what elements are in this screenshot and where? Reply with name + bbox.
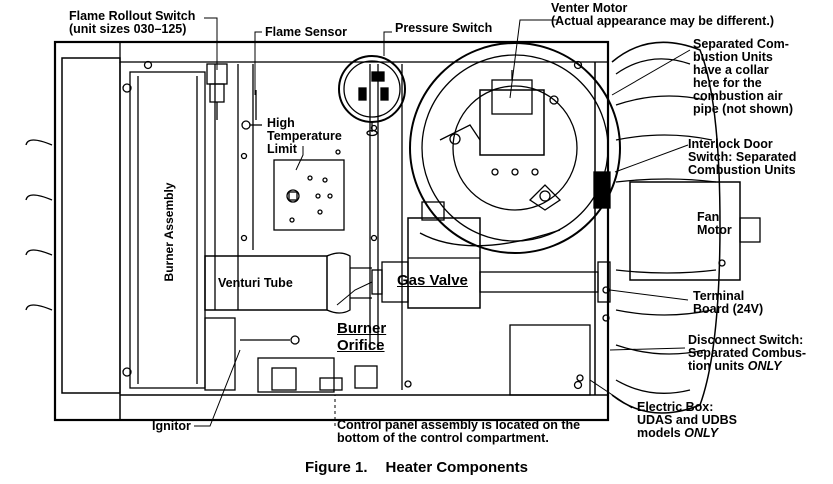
separated-line-3: have a collar bbox=[693, 63, 769, 77]
flame-rollout-line-2: (unit sizes 030–125) bbox=[69, 22, 187, 36]
electric-line-2: UDAS and UDBS bbox=[637, 413, 738, 427]
interlock-line-3: Combustion Units bbox=[688, 163, 796, 177]
rails bbox=[214, 64, 403, 390]
flame-sensor bbox=[241, 90, 262, 130]
disconnect-line-1: Disconnect Switch: bbox=[688, 333, 804, 347]
leader-lines bbox=[194, 17, 691, 427]
pressure-switch-label: Pressure Switch bbox=[395, 21, 493, 35]
fan-guard bbox=[593, 41, 761, 414]
high-temp-line-1: High bbox=[267, 116, 295, 130]
control-panel-label: Control panel assembly is located on the… bbox=[337, 419, 580, 445]
high-temp-line-2: Temperature bbox=[267, 129, 342, 143]
gas-pipe bbox=[479, 261, 611, 322]
gas-valve-body bbox=[371, 201, 481, 309]
electric-box-label: Electric Box: UDAS and UDBS models ONLY bbox=[637, 401, 737, 440]
disconnect-only: ONLY bbox=[747, 359, 782, 373]
venter-motor-label: Venter Motor (Actual appearance may be d… bbox=[551, 2, 774, 28]
electric-line-3: models ONLY bbox=[637, 427, 737, 440]
terminal-line-2: Board (24V) bbox=[693, 302, 764, 316]
burner-assembly bbox=[25, 57, 206, 394]
figure-number: Figure 1. bbox=[304, 459, 368, 476]
interlock-door-label: Interlock Door Switch: Separated Combust… bbox=[688, 138, 796, 177]
venturi-tube-label: Venturi Tube bbox=[218, 276, 293, 290]
flame-sensor-label: Flame Sensor bbox=[265, 25, 347, 39]
venter-housing bbox=[409, 42, 621, 254]
flame-rollout-switch bbox=[206, 63, 228, 120]
disconnect-line-3: tion units ONLY bbox=[688, 360, 806, 373]
venturi-tube bbox=[204, 252, 372, 314]
burner-orifice-line-2: Orifice bbox=[337, 337, 385, 354]
fan-motor-label: Fan Motor bbox=[697, 211, 732, 237]
high-temperature-limit bbox=[273, 149, 345, 231]
separated-line-2: bustion Units bbox=[693, 50, 773, 64]
interlock-line-1: Interlock Door bbox=[688, 137, 773, 151]
separated-line-6: pipe (not shown) bbox=[693, 102, 793, 116]
separated-combustion-label: Separated Com- bustion Units have a coll… bbox=[693, 38, 793, 116]
pressure-switch bbox=[338, 55, 406, 137]
burner-assembly-label: Burner Assembly bbox=[162, 182, 176, 282]
control-compartment bbox=[204, 317, 591, 396]
burner-orifice-line-1: Burner bbox=[337, 320, 387, 337]
control-panel-line-2: bottom of the control compartment. bbox=[337, 431, 549, 445]
ignitor-label: Ignitor bbox=[152, 419, 191, 433]
high-temp-line-3: Limit bbox=[267, 142, 297, 156]
fan-motor-line-1: Fan bbox=[697, 210, 720, 224]
high-temp-limit-label: High Temperature Limit bbox=[267, 117, 342, 156]
electric-line-1: Electric Box: bbox=[637, 400, 714, 414]
gas-valve-label: Gas Valve bbox=[397, 272, 468, 289]
burner-orifice-label: Burner Orifice bbox=[337, 320, 386, 354]
electric-only: ONLY bbox=[684, 426, 719, 440]
terminal-board-label: Terminal Board (24V) bbox=[693, 290, 763, 316]
separated-line-4: here for the bbox=[693, 76, 762, 90]
electric-line-3-text: models bbox=[637, 426, 685, 440]
venter-motor-line-1: Venter Motor bbox=[551, 1, 628, 15]
control-panel-line-1: Control panel assembly is located on the bbox=[337, 418, 581, 432]
disconnect-line-2: Separated Combus- bbox=[688, 346, 807, 360]
separated-line-5: combustion air bbox=[693, 89, 783, 103]
flame-rollout-label: Flame Rollout Switch (unit sizes 030–125… bbox=[69, 10, 195, 36]
flame-rollout-line-1: Flame Rollout Switch bbox=[69, 9, 196, 23]
figure-title: Heater Components bbox=[385, 459, 529, 476]
disconnect-switch-label: Disconnect Switch: Separated Combus- tio… bbox=[688, 334, 806, 373]
terminal-line-1: Terminal bbox=[693, 289, 745, 303]
interlock-line-2: Switch: Separated bbox=[688, 150, 797, 164]
fan-motor-line-2: Motor bbox=[697, 223, 732, 237]
separated-line-1: Separated Com- bbox=[693, 37, 789, 51]
venter-motor-line-2: (Actual appearance may be different.) bbox=[551, 14, 774, 28]
figure-caption: Figure 1. Heater Components bbox=[0, 459, 833, 476]
disconnect-line-3-text: tion units bbox=[688, 359, 748, 373]
